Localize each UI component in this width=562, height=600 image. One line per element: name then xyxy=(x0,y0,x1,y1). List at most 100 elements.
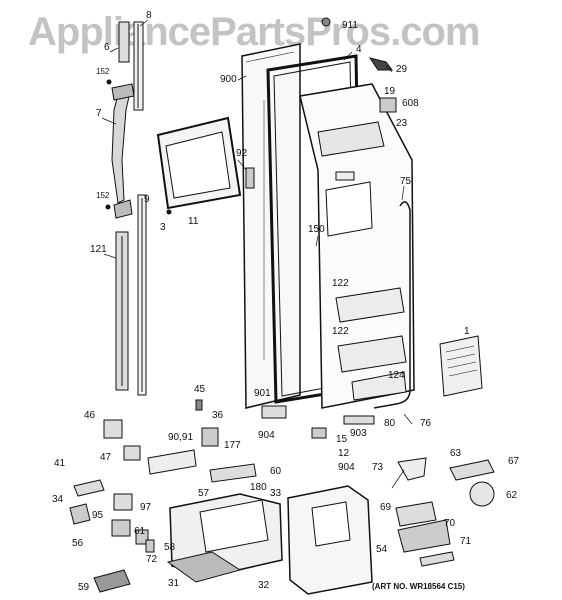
hinge-92 xyxy=(245,167,255,189)
switch-47 xyxy=(123,445,141,461)
callout-33: 33 xyxy=(270,488,282,499)
callout-150: 150 xyxy=(308,224,325,235)
callout-180: 180 xyxy=(250,482,267,493)
cap-608 xyxy=(379,97,397,113)
door-liner xyxy=(299,83,415,409)
door-shelf-23 xyxy=(317,121,385,157)
callout-62: 62 xyxy=(506,490,518,501)
leader-lines xyxy=(101,19,413,489)
callout-177: 177 xyxy=(224,440,241,451)
watermark-logo: AppliancePartsPros.com xyxy=(28,10,480,54)
trim-60 xyxy=(209,463,257,483)
callout-904: 904 xyxy=(338,462,355,473)
handle-strip-121 xyxy=(115,231,129,391)
callout-46: 46 xyxy=(84,410,96,421)
callout-1: 1 xyxy=(464,326,470,337)
callout-45: 45 xyxy=(194,384,206,395)
actuator-69 xyxy=(395,501,437,527)
callout-73: 73 xyxy=(372,462,384,473)
part-72 xyxy=(145,539,155,553)
callout-95: 95 xyxy=(92,510,104,521)
screw-152-bottom xyxy=(105,204,111,210)
tray-31 xyxy=(166,551,242,583)
chute-73 xyxy=(397,457,427,481)
bracket-67 xyxy=(449,459,495,481)
callout-4: 4 xyxy=(356,44,362,55)
water-tube-75 xyxy=(373,201,411,409)
callout-29: 29 xyxy=(396,64,408,75)
control-board-90 xyxy=(147,449,197,475)
grille-59 xyxy=(93,569,131,593)
callout-67: 67 xyxy=(508,456,520,467)
callout-19: 19 xyxy=(384,86,396,97)
screw-3 xyxy=(166,209,172,215)
callout-31: 31 xyxy=(168,578,180,589)
callout-124: 124 xyxy=(388,370,405,381)
callout-80: 80 xyxy=(384,418,396,429)
motor-95 xyxy=(113,493,133,511)
bracket-15 xyxy=(311,427,327,439)
callout-32: 32 xyxy=(258,580,270,591)
callout-904: 904 xyxy=(258,430,275,441)
callout-152: 152 xyxy=(96,191,110,200)
clip-45 xyxy=(195,399,203,411)
callout-63: 63 xyxy=(450,448,462,459)
callout-122: 122 xyxy=(332,278,349,289)
wire-harness-34 xyxy=(69,503,91,525)
callout-75: 75 xyxy=(400,176,412,187)
callout-76: 76 xyxy=(420,418,432,429)
handle-strip-9 xyxy=(137,194,147,396)
door-bin-122-lower xyxy=(337,335,407,373)
callout-47: 47 xyxy=(100,452,112,463)
callout-15: 15 xyxy=(336,434,348,445)
part-61 xyxy=(135,529,149,545)
instruction-sheet-1 xyxy=(439,335,483,397)
chute-cover-54 xyxy=(287,485,373,595)
callout-97: 97 xyxy=(140,502,152,513)
callout-71: 71 xyxy=(460,536,472,547)
solenoid-56 xyxy=(111,519,131,537)
callout-903: 903 xyxy=(350,428,367,439)
door-bin-122-upper xyxy=(335,287,405,323)
callout-12: 12 xyxy=(338,448,350,459)
callout-69: 69 xyxy=(380,502,392,513)
door-bin-124 xyxy=(351,371,407,401)
callout-labels: 8 6 152 7 152 9 121 3 11 900 92 911 4 29… xyxy=(52,10,520,593)
callout-911: 911 xyxy=(342,20,358,31)
dispenser-frame-11 xyxy=(156,116,242,210)
callout-34: 34 xyxy=(52,494,64,505)
callout-900: 900 xyxy=(220,74,237,85)
callout-23: 23 xyxy=(396,118,408,129)
bracket-29 xyxy=(368,57,393,71)
callout-72: 72 xyxy=(146,554,158,565)
callout-36: 36 xyxy=(212,410,224,421)
callout-60: 60 xyxy=(270,466,282,477)
callout-11: 11 xyxy=(188,216,199,227)
callout-90-91: 90,91 xyxy=(168,432,193,443)
handle-cap-strip xyxy=(118,21,144,111)
screw-911 xyxy=(321,17,331,27)
callout-61: 61 xyxy=(134,526,146,537)
callout-41: 41 xyxy=(54,458,66,469)
door-handle-7 xyxy=(111,83,135,219)
ring-62 xyxy=(469,481,495,507)
actuator-36 xyxy=(201,427,219,447)
callout-121: 121 xyxy=(90,244,107,255)
callout-7: 7 xyxy=(96,108,102,119)
callout-3: 3 xyxy=(160,222,166,233)
link-71 xyxy=(419,551,455,567)
callout-152: 152 xyxy=(96,67,110,76)
callout-608: 608 xyxy=(402,98,419,109)
callout-92: 92 xyxy=(236,148,248,159)
callout-57: 57 xyxy=(198,488,210,499)
callout-70: 70 xyxy=(444,518,456,529)
bracket-41 xyxy=(73,479,105,497)
callout-122: 122 xyxy=(332,326,349,337)
art-number: (ART NO. WR18564 C15) xyxy=(372,582,465,591)
callout-8: 8 xyxy=(146,10,152,21)
cover-901 xyxy=(261,405,287,419)
callout-58: 58 xyxy=(164,542,176,553)
callout-9: 9 xyxy=(144,194,150,205)
callout-56: 56 xyxy=(72,538,84,549)
